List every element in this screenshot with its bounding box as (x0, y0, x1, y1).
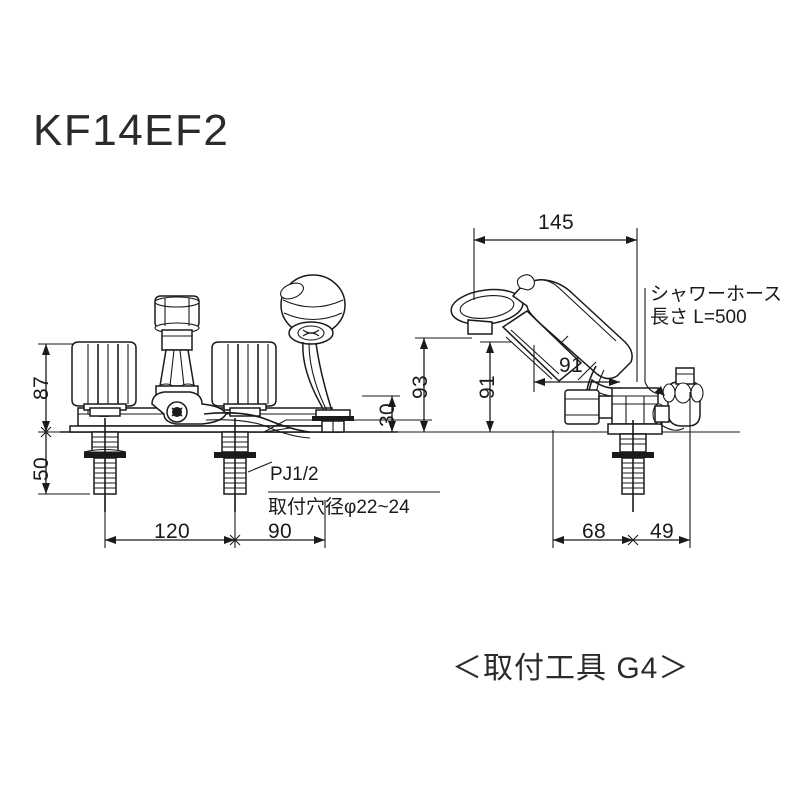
dimension-50 (38, 431, 90, 495)
leader-shower-hose (644, 288, 665, 396)
leader-pj-thread (247, 419, 440, 493)
handle-left (71, 341, 137, 418)
dimension-91-vertical (480, 341, 512, 432)
shower-hose-left (203, 412, 311, 439)
shower-hose-right (659, 423, 685, 431)
installation-tool-note: ＜取付工具 G4＞ (452, 652, 690, 685)
dimension-label-145: 145 (538, 211, 574, 234)
dimension-49 (633, 392, 691, 548)
dimension-label-30: 30 (376, 403, 399, 427)
dimension-label-50: 50 (30, 457, 53, 481)
shower-head-left-view (280, 274, 354, 433)
page-title: KF14EF2 (33, 106, 230, 155)
dimension-91-horizontal (533, 345, 620, 392)
note-thread-spec: PJ1/2 (270, 464, 319, 485)
elbow-fitting (652, 367, 704, 427)
dimension-87 (38, 343, 74, 438)
dimension-label-91-vertical: 91 (476, 375, 499, 399)
handle-right (211, 341, 277, 417)
dimension-145 (473, 228, 638, 382)
dimension-label-120: 120 (154, 520, 190, 543)
dimension-label-91-horizontal: 91 (559, 354, 583, 377)
mounting-shank-right (214, 418, 256, 512)
note-shower-hose-length: 長さ L=500 (650, 307, 747, 328)
dimension-label-93: 93 (409, 375, 432, 399)
dimension-68 (552, 430, 639, 548)
dimension-label-87: 87 (30, 376, 53, 400)
diverter-assembly (151, 295, 227, 425)
shower-head-right-view (450, 274, 633, 416)
dimension-90 (235, 500, 326, 548)
dimension-label-49: 49 (650, 520, 674, 543)
dimension-30 (362, 395, 400, 432)
dimension-93 (415, 337, 472, 432)
mounting-shank-left (83, 418, 127, 512)
valve-body-right (564, 387, 663, 435)
note-mounting-hole-diameter: 取付穴径φ22~24 (268, 497, 410, 518)
dimension-label-68: 68 (582, 520, 606, 543)
dimension-label-90: 90 (268, 520, 292, 543)
note-shower-hose-name: シャワーホース (650, 284, 783, 305)
mounting-shank-far-right (612, 420, 654, 512)
